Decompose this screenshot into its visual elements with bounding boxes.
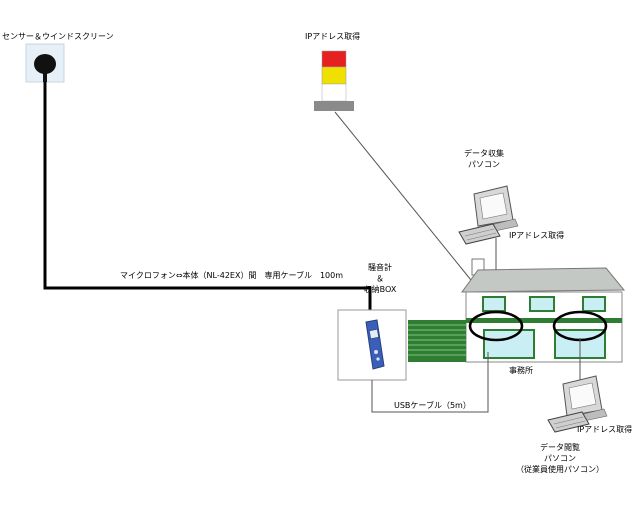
ip-address-collector-label: IPアドレス取得 [509,231,565,240]
office-label: 事務所 [509,366,533,375]
collector-pc-icon [458,185,519,245]
signal-tower-icon [314,50,354,111]
sensor-label: センサー＆ウインドスクリーン [2,32,114,41]
sensor-icon [25,43,65,83]
sound-meter-box [337,309,407,381]
meter-box-label: 騒音計 ＆ 収納BOX [363,263,397,294]
ip-address-viewer-label: IPアドレス取得 [577,425,633,434]
office-building [408,258,626,363]
mic-cable-line [43,82,372,318]
ip-address-tower-label: IPアドレス取得 [305,32,361,41]
tower-connection-line [334,111,476,286]
viewer-pc-label: データ閲覧 パソコン （従業員使用パソコン） [516,443,604,474]
mic-cable-label: マイクロフォン⇔本体（NL-42EX）間 専用ケーブル 100m [120,271,344,280]
viewer-pc-icon [547,375,608,433]
usb-cable-line [371,352,489,413]
collector-highlight-ring [468,310,524,342]
usb-cable-label: USBケーブル（5m） [394,401,471,410]
collector-pc-label: データ収集 パソコン [464,149,504,169]
